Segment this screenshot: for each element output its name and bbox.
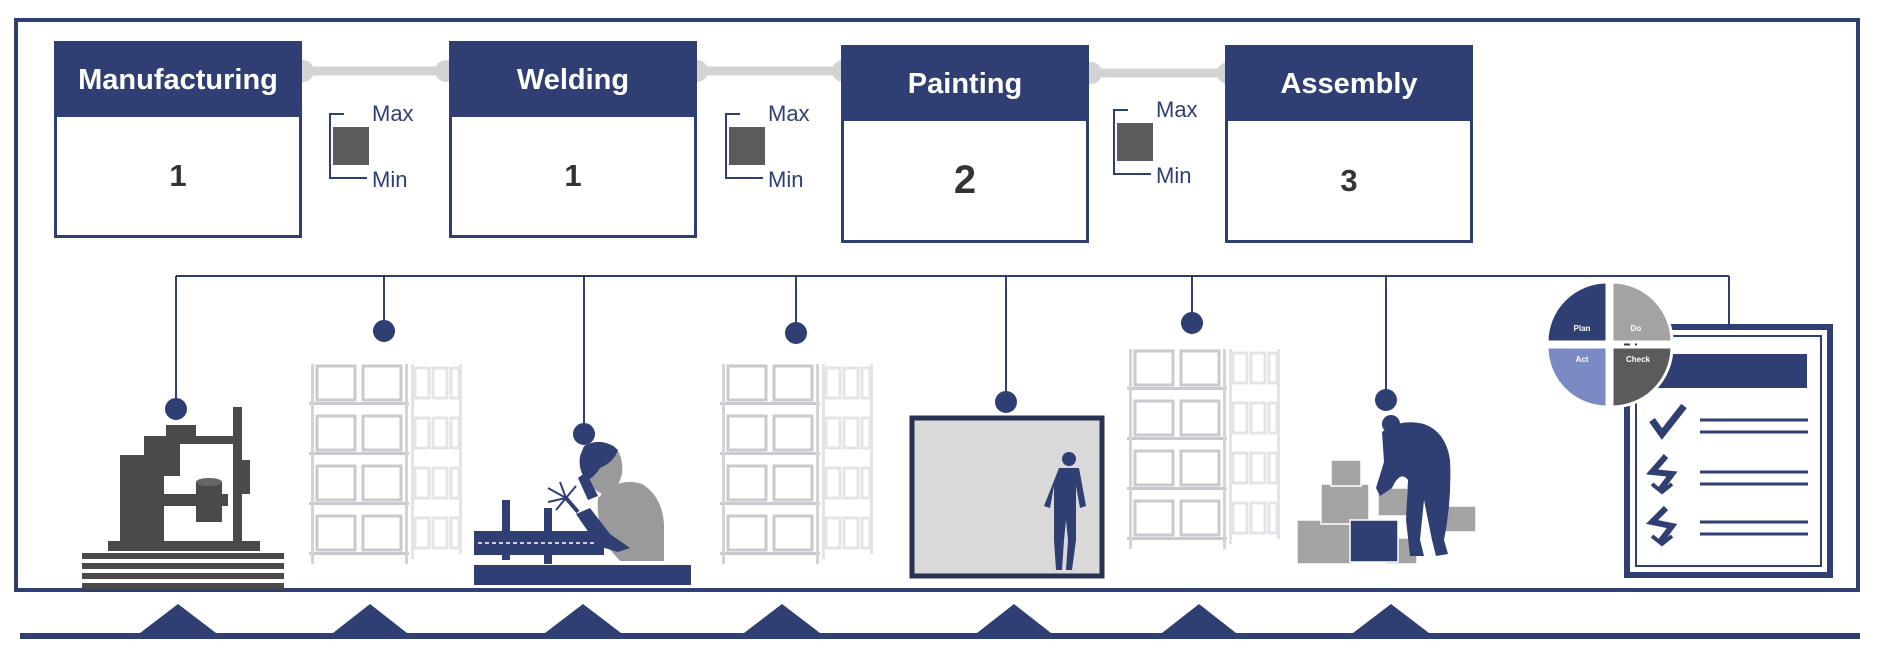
pdca-act-label: Act <box>1576 355 1589 364</box>
flow-arrow <box>1353 604 1429 633</box>
process-title: Welding <box>452 44 694 117</box>
welder-icon <box>474 441 691 585</box>
process-box-welding: Welding 1 <box>449 41 697 238</box>
warehouse-shelves-icon <box>307 362 464 566</box>
process-value: 3 <box>1340 162 1358 198</box>
inventory-min-label: Min <box>1156 163 1192 188</box>
pdca-cycle-icon: Plan Do Check Act <box>1545 280 1674 409</box>
inventory-min-label: Min <box>372 167 408 192</box>
process-box-painting: Painting 2 <box>841 45 1089 243</box>
inventory-max-label: Max <box>1156 97 1198 122</box>
process-title: Assembly <box>1228 48 1470 121</box>
inventory-max-label: Max <box>372 101 414 126</box>
process-box-manufacturing: Manufacturing 1 <box>54 41 302 238</box>
flow-arrow <box>333 604 407 633</box>
pdca-check-label: Check <box>1626 355 1651 364</box>
warehouse-shelves-icon <box>1125 347 1282 551</box>
machine-icon <box>82 407 284 589</box>
inventory-indicator-1: Max Min <box>327 97 427 192</box>
flow-arrow <box>977 604 1051 633</box>
bottom-flow-line <box>20 604 1860 639</box>
pdca-plan-label: Plan <box>1574 324 1591 333</box>
pdca-do-label: Do <box>1631 324 1642 333</box>
inventory-max-label: Max <box>768 101 810 126</box>
process-value: 2 <box>953 158 977 202</box>
diagram-frame <box>14 18 1860 592</box>
process-title: Manufacturing <box>57 44 299 117</box>
warehouse-shelves-icon <box>718 362 875 566</box>
flow-arrow <box>140 604 216 633</box>
process-value: 1 <box>564 158 582 193</box>
inventory-min-label: Min <box>768 167 804 192</box>
flow-arrow <box>744 604 820 633</box>
paint-booth-icon <box>909 415 1105 579</box>
process-value: 1 <box>169 158 187 193</box>
drop-connectors <box>165 276 1730 445</box>
inventory-indicator-2: Max Min <box>723 97 823 192</box>
assembly-worker-icon <box>1296 415 1477 565</box>
process-box-assembly: Assembly 3 <box>1225 45 1473 243</box>
inventory-indicator-3: Max Min <box>1111 95 1211 188</box>
process-title: Painting <box>844 48 1086 121</box>
flow-arrow <box>1162 604 1236 633</box>
flow-arrow <box>545 604 621 633</box>
